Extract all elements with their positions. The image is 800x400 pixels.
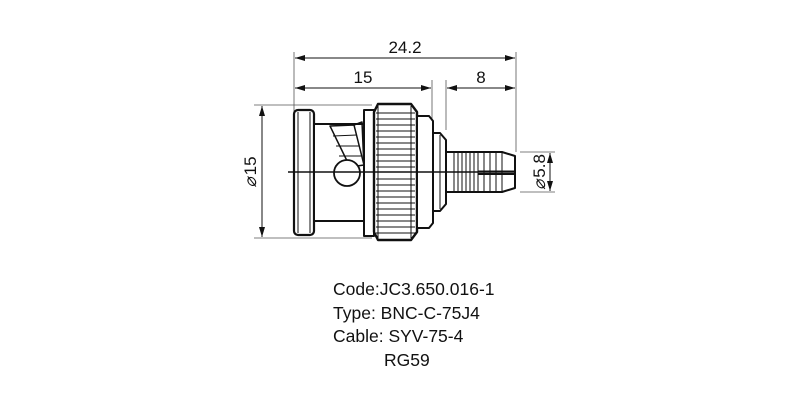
spec-code: Code:JC3.650.016-1: [333, 279, 495, 299]
spec-block: Code:JC3.650.016-1 Type: BNC-C-75J4 Cabl…: [333, 278, 495, 372]
bayonet-pin: [333, 159, 361, 187]
collar: [363, 109, 375, 237]
spec-cable: Cable: SYV-75-4: [333, 326, 464, 346]
dimension-lines: [259, 55, 553, 237]
spec-cable-alt: RG59: [384, 349, 430, 370]
dim-body-diameter: ⌀15: [241, 156, 260, 187]
dim-overall-length: 24.2: [388, 38, 421, 57]
dim-crimp-length: 8: [476, 68, 485, 87]
knurl-lines: [376, 106, 415, 238]
spec-type: Type: BNC-C-75J4: [333, 302, 480, 323]
extension-lines: [254, 52, 555, 239]
dim-body-length: 15: [354, 68, 373, 87]
dim-crimp-diameter: ⌀5.8: [530, 154, 549, 190]
